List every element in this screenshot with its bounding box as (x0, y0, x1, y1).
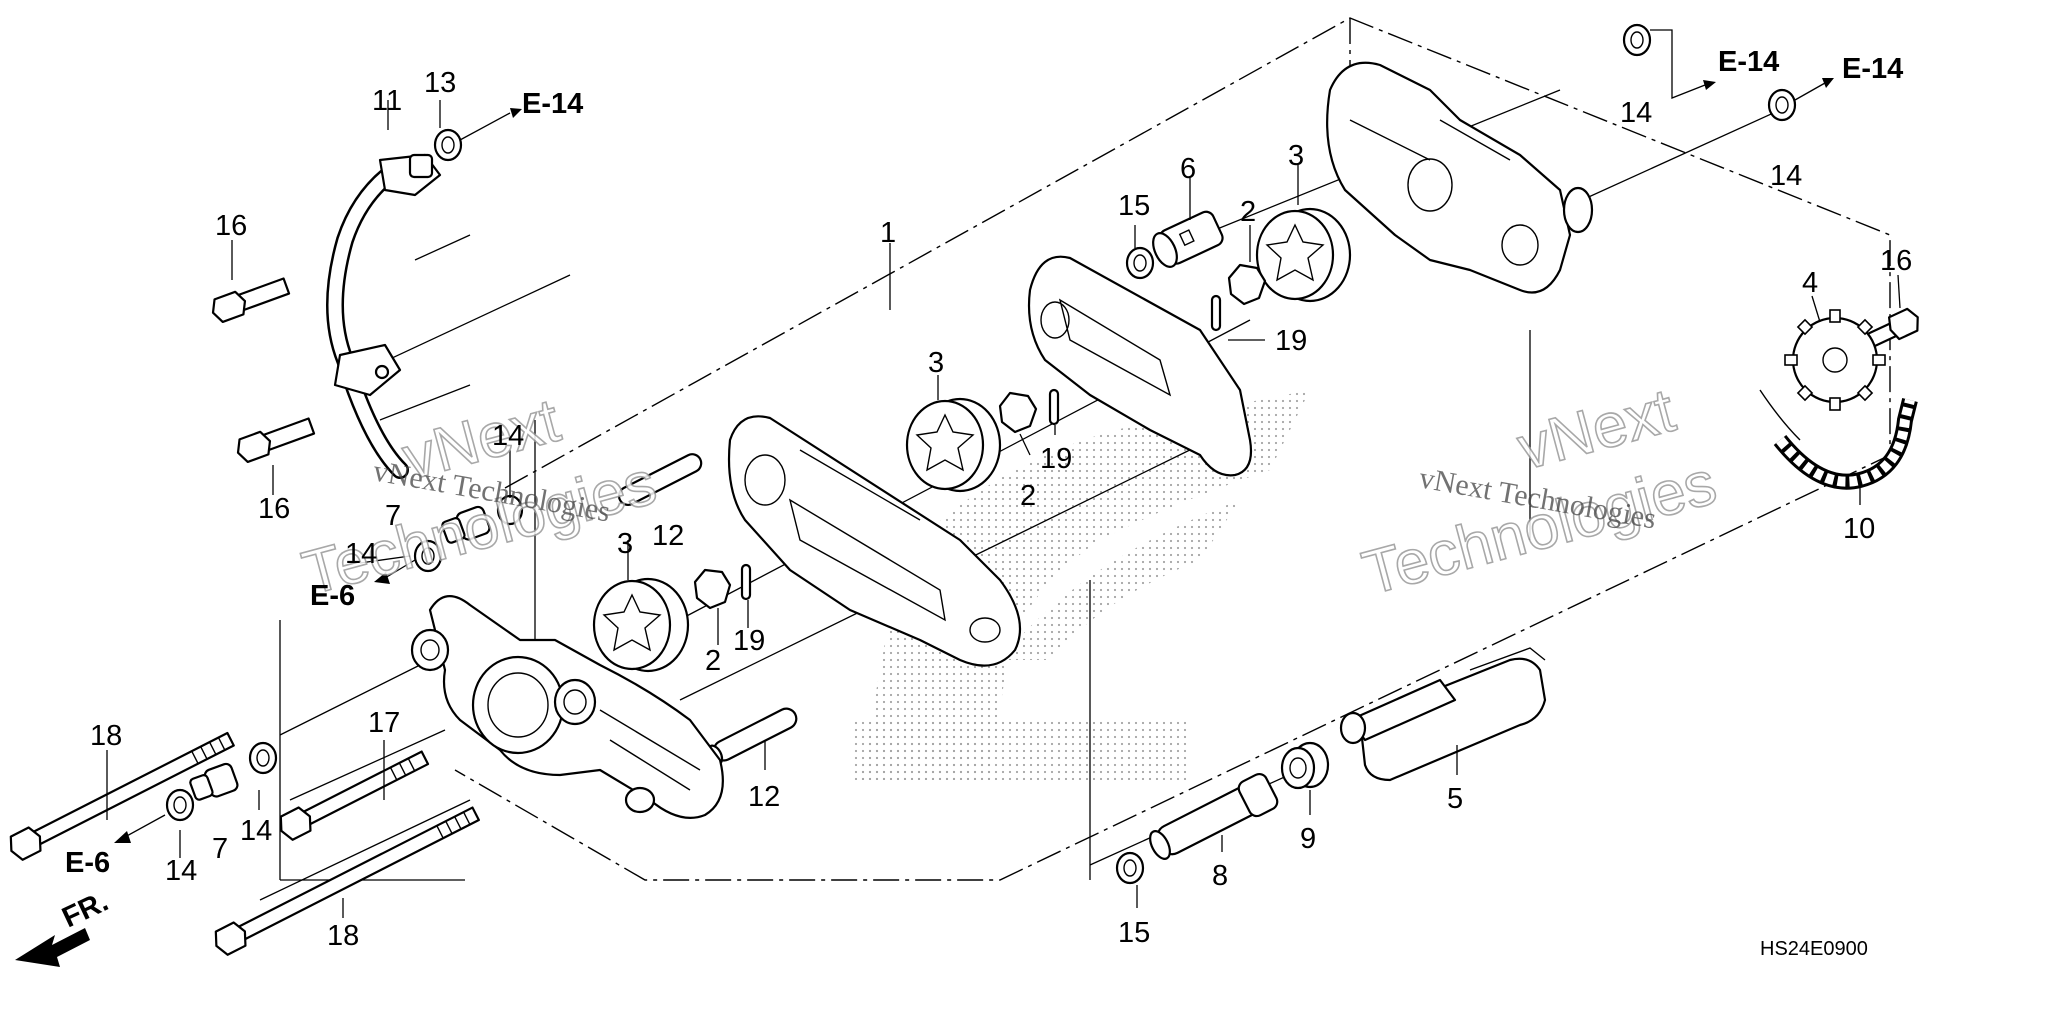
label-part-1: 1 (880, 217, 896, 249)
label-part-4: 4 (1802, 267, 1818, 299)
label-part-16: 16 (1880, 245, 1912, 277)
label-part-19: 19 (733, 625, 765, 657)
front-arrow-icon: FR. (15, 886, 113, 967)
label-part-12: 12 (652, 520, 684, 552)
label-part-12: 12 (748, 781, 780, 813)
separator-plate (1027, 255, 1253, 477)
label-part-6: 6 (1180, 153, 1196, 185)
fittings-part-7 (189, 505, 491, 801)
label-part-14: 14 (1620, 97, 1652, 129)
label-part-2: 2 (705, 645, 721, 677)
pump-cover-lower (410, 595, 724, 819)
honda-wing-logo (850, 390, 1310, 780)
label-part-14: 14 (165, 855, 197, 887)
label-part-14: 14 (492, 420, 524, 452)
label-part-3: 3 (1288, 140, 1304, 172)
pump-body-middle (727, 415, 1022, 667)
label-part-10: 10 (1843, 513, 1875, 545)
rotor-set-upper (1210, 207, 1352, 332)
ref-e6-upper: E-6 (310, 580, 355, 612)
seal-part-9 (1280, 741, 1330, 790)
relief-valve-part-6 (1152, 210, 1224, 268)
label-part-13: 13 (424, 67, 456, 99)
ref-e6-lower: E-6 (65, 847, 110, 879)
label-leaders (106, 100, 1901, 918)
sprocket-part-4 (1784, 309, 1886, 411)
label-part-16: 16 (258, 493, 290, 525)
washers (165, 23, 1797, 885)
label-part-18: 18 (327, 920, 359, 952)
reference-labels: E-14 E-14 E-14 E-6 E-6 (65, 46, 1903, 879)
label-part-3: 3 (617, 528, 633, 560)
label-part-11: 11 (372, 85, 402, 117)
long-bolts (9, 731, 480, 956)
label-part-15: 15 (1118, 190, 1150, 222)
label-part-14: 14 (345, 538, 377, 570)
label-part-16: 16 (215, 210, 247, 242)
ref-e14-right: E-14 (1842, 53, 1903, 85)
label-part-8: 8 (1212, 860, 1228, 892)
oil-strainer-part-5 (1339, 647, 1547, 782)
diagram-code: HS24E0900 (1760, 938, 1868, 960)
label-part-3: 3 (928, 347, 944, 379)
label-part-15: 15 (1118, 917, 1150, 949)
label-part-7: 7 (212, 833, 228, 865)
part-labels: 1 2 2 2 3 3 3 4 5 6 7 7 8 9 10 11 12 12 … (90, 67, 1912, 952)
label-part-14: 14 (240, 815, 272, 847)
label-part-19: 19 (1275, 325, 1307, 357)
drive-chain-part-10 (1759, 389, 1918, 490)
label-part-18: 18 (90, 720, 122, 752)
rotor-set-middle (905, 388, 1060, 493)
ref-e14-left: E-14 (522, 88, 583, 120)
label-part-14: 14 (1770, 160, 1802, 192)
ref-e14-top: E-14 (1718, 46, 1779, 78)
label-part-19: 19 (1040, 443, 1072, 475)
front-indicator: FR. (57, 886, 113, 935)
reference-arrows (114, 29, 1834, 843)
pipe-part-8 (1149, 772, 1279, 860)
label-part-17: 17 (368, 707, 400, 739)
oil-pipe-part-11 (326, 153, 442, 479)
label-part-2: 2 (1240, 196, 1256, 228)
label-part-5: 5 (1447, 783, 1463, 815)
pump-body-upper (1326, 61, 1594, 294)
rotor-set-lower (592, 563, 752, 673)
label-part-9: 9 (1300, 823, 1316, 855)
label-part-2: 2 (1020, 480, 1036, 512)
label-part-7: 7 (385, 500, 401, 532)
